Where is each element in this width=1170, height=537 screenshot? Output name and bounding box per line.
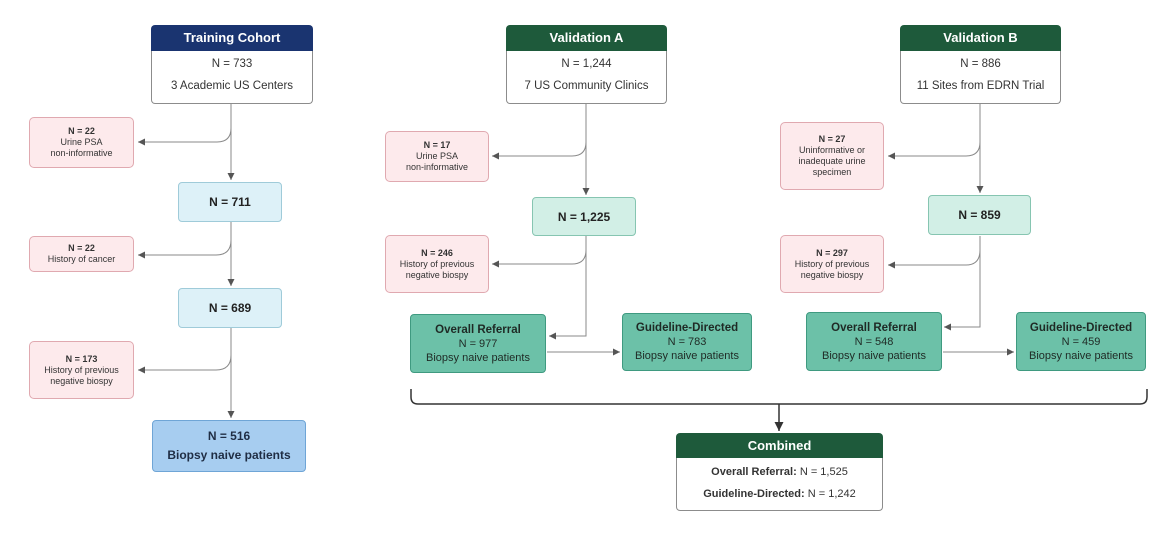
validation-a-header: Validation A (506, 25, 667, 51)
training-final-cohort: N = 516 Biopsy naive patients (152, 420, 306, 472)
training-exclusion-negative-biopsy: N = 173 History of previous negative bio… (29, 341, 134, 399)
validation-b-guideline-directed: Guideline-Directed N = 459 Biopsy naive … (1016, 312, 1146, 371)
combined-overall-row: Overall Referral: N = 1,525 (711, 466, 848, 478)
validation-a-after-exclusion: N = 1,225 (532, 197, 636, 236)
validation-b-exclusion-negative-biopsy: N = 297 History of previous negative bio… (780, 235, 884, 293)
training-exclusion-cancer: N = 22 History of cancer (29, 236, 134, 272)
validation-a-sites: 7 US Community Clinics (524, 80, 649, 92)
validation-b-total: N = 886 (960, 58, 1001, 70)
validation-a-exclusion-negative-biopsy: N = 246 History of previous negative bio… (385, 235, 489, 293)
training-exclusion-urine-psa: N = 22 Urine PSA non-informative (29, 117, 134, 168)
validation-a-body: N = 1,244 7 US Community Clinics (506, 51, 667, 104)
validation-a-exclusion-urine-psa: N = 17 Urine PSA non-informative (385, 131, 489, 182)
validation-b-body: N = 886 11 Sites from EDRN Trial (900, 51, 1061, 104)
validation-b-sites: 11 Sites from EDRN Trial (916, 80, 1045, 92)
validation-a-guideline-directed: Guideline-Directed N = 783 Biopsy naive … (622, 313, 752, 371)
training-after-exclusion-1: N = 711 (178, 182, 282, 222)
training-total: N = 733 (211, 58, 253, 70)
training-cohort-body: N = 733 3 Academic US Centers (151, 51, 313, 104)
validation-a-total: N = 1,244 (561, 58, 612, 70)
validation-b-exclusion-urine-specimen: N = 27 Uninformative or inadequate urine… (780, 122, 884, 190)
combined-guideline-row: Guideline-Directed: N = 1,242 (703, 488, 856, 500)
combined-body: Overall Referral: N = 1,525 Guideline-Di… (676, 458, 883, 511)
validation-b-after-exclusion: N = 859 (928, 195, 1031, 235)
training-sites: 3 Academic US Centers (170, 80, 294, 92)
training-cohort-header: Training Cohort (151, 25, 313, 51)
training-after-exclusion-2: N = 689 (178, 288, 282, 328)
validation-b-header: Validation B (900, 25, 1061, 51)
validation-b-overall-referral: Overall Referral N = 548 Biopsy naive pa… (806, 312, 942, 371)
validation-a-overall-referral: Overall Referral N = 977 Biopsy naive pa… (410, 314, 546, 373)
combined-header: Combined (676, 433, 883, 458)
